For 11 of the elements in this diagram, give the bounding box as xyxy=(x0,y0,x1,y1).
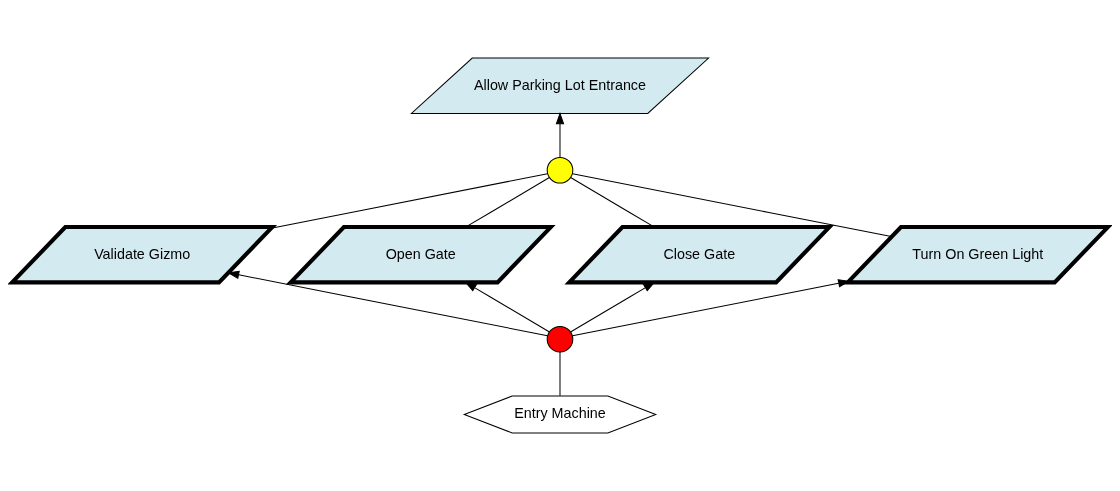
connector xyxy=(570,177,655,228)
connector xyxy=(559,351,561,397)
arrow xyxy=(226,270,548,337)
arrow xyxy=(570,281,656,333)
arrow xyxy=(555,112,565,158)
connector xyxy=(572,173,892,238)
arrow xyxy=(464,281,550,333)
node-circle xyxy=(546,156,574,184)
connector xyxy=(270,173,549,229)
node-circle xyxy=(546,325,574,353)
connector xyxy=(465,177,550,228)
